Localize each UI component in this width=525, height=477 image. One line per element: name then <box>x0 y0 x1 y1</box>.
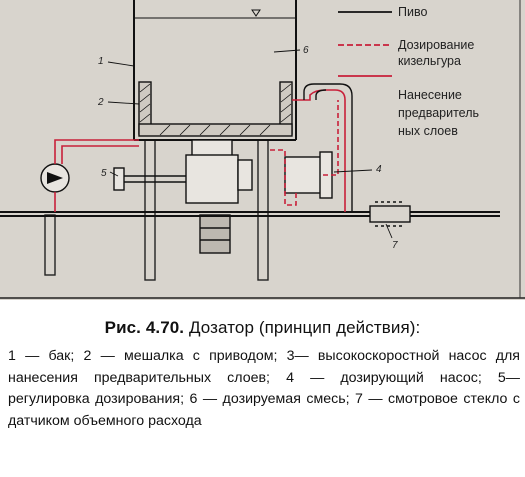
agitator-hatching <box>139 83 292 136</box>
part-label-7: 7 <box>392 240 398 251</box>
circulation-pump <box>40 163 70 193</box>
return-loop-pipe <box>303 83 353 212</box>
dosing-pump <box>284 151 333 199</box>
figure-title-text: Дозатор (принцип действия): <box>184 318 421 337</box>
figure-title: Рис. 4.70. Дозатор (принцип действия): <box>0 318 525 338</box>
figure-caption: 1 — бак; 2 — мешалка с приводом; 3— высо… <box>8 348 520 429</box>
legend-precoat-label-3: ных слоев <box>398 124 458 138</box>
dosing-apparatus-diagram: 1 2 4 5 6 7 Пиво Дозирование кизельгура … <box>0 0 525 299</box>
legend-beer-label: Пиво <box>398 5 427 19</box>
part-label-6: 6 <box>303 45 309 56</box>
part-label-4: 4 <box>376 164 382 175</box>
dosing-line <box>270 100 339 206</box>
sight-glass <box>369 201 411 227</box>
leader-lines <box>107 49 393 239</box>
figure-number: Рис. 4.70. <box>104 318 185 337</box>
beer-line <box>0 211 500 217</box>
dosing-regulator <box>113 159 253 191</box>
tank <box>133 0 297 141</box>
legend-dosing-label-2: кизельгура <box>398 54 461 68</box>
liquid-level-icon <box>251 9 261 17</box>
legend-precoat-label-1: Нанесение <box>398 88 462 102</box>
part-label-2: 2 <box>97 97 104 108</box>
pump-arrow-icon <box>47 172 63 184</box>
agitator-vessel <box>138 81 293 137</box>
legend-dosing-label-1: Дозирование <box>398 38 474 52</box>
part-label-5: 5 <box>101 168 107 179</box>
legend: Пиво Дозирование кизельгура Нанесение пр… <box>338 5 479 138</box>
part-label-1: 1 <box>98 56 104 67</box>
diagram-panel: 1 2 4 5 6 7 Пиво Дозирование кизельгура … <box>0 0 525 300</box>
agitator-drive <box>185 139 239 254</box>
legend-precoat-label-2: предваритель <box>398 106 479 120</box>
